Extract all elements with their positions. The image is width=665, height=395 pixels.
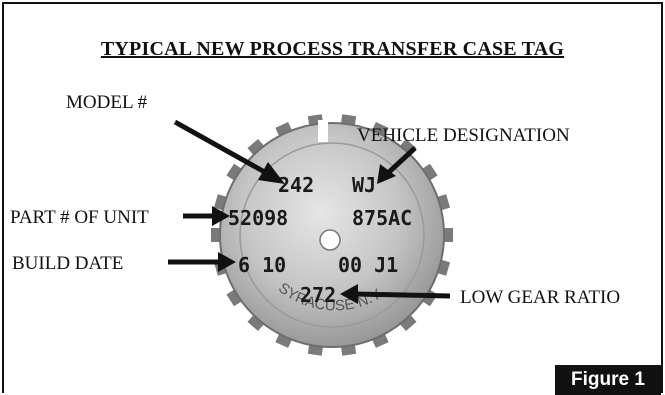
tag-center-hole: [319, 229, 341, 251]
label-part-number: PART # OF UNIT: [10, 207, 149, 228]
part-arrow-head: [212, 206, 230, 226]
tag-date-value-right: 00 J1: [338, 253, 398, 277]
date-arrow-head: [218, 252, 236, 272]
tag-vehicle-value: WJ: [352, 173, 376, 197]
ratio-arrow-head: [340, 284, 358, 304]
tag-inner-ring: [239, 142, 425, 328]
label-model: MODEL #: [66, 92, 148, 113]
tag-date-value-left: 6 10: [238, 253, 286, 277]
frame-top-border: [2, 2, 663, 4]
frame-left-border: [2, 2, 4, 393]
frame-right-border: [661, 2, 663, 393]
figure-badge: Figure 1: [555, 365, 661, 395]
tag-model-value: 242: [278, 173, 314, 197]
vehicle-arrow: [386, 146, 417, 175]
tag-part-value-right: 875AC: [352, 206, 412, 230]
model-arrow: [173, 119, 272, 178]
tag-part-value-left: 52098: [228, 206, 288, 230]
model-arrow-head: [258, 162, 285, 184]
callout-arrows: [168, 119, 451, 304]
ratio-arrow: [354, 291, 451, 299]
diagram-title: TYPICAL NEW PROCESS TRANSFER CASE TAG: [100, 38, 565, 60]
tag-notch: [318, 120, 328, 142]
label-low-gear-ratio: LOW GEAR RATIO: [460, 287, 621, 308]
vehicle-arrow-head: [377, 164, 396, 184]
tag-ratio-value: 272: [300, 283, 336, 307]
label-vehicle-designation: VEHICLE DESIGNATION: [357, 125, 570, 146]
label-build-date: BUILD DATE: [12, 253, 124, 274]
